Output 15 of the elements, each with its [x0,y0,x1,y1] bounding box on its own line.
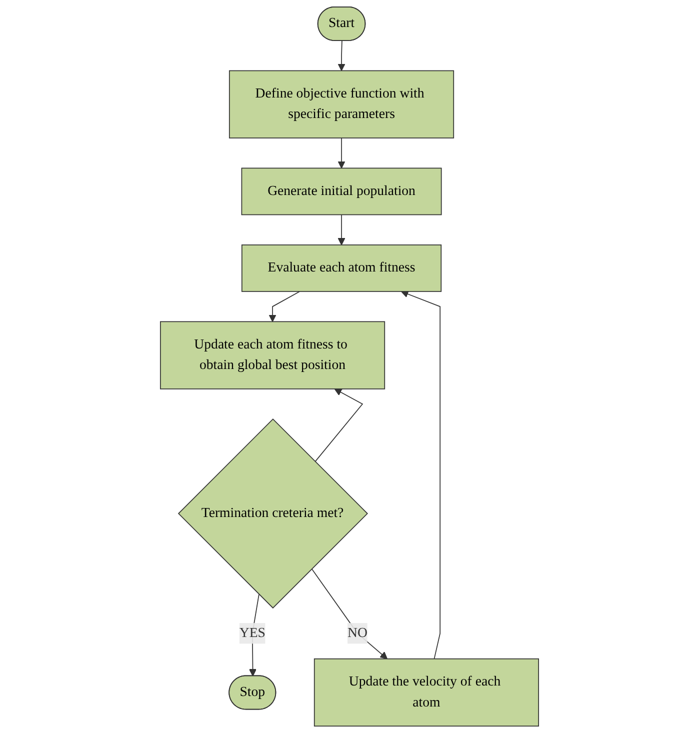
arrow [338,40,346,72]
arrow [338,138,346,168]
edge-label: YES [239,626,266,640]
arrow [311,568,388,660]
arrow [400,290,440,660]
node-box: Update the velocity of each atom [314,658,539,727]
node-box: Evaluate each atom fitness [241,244,442,292]
node-box: Define objective function with specific parameters [228,70,454,138]
arrow [338,214,346,246]
arrow [314,388,364,462]
node-box: Generate initial population [241,168,442,216]
arrow [268,291,300,322]
node-diamond: Termination creteria met? [178,418,368,609]
node-box: Update each atom fitness to obtain global best position [160,321,386,390]
edge-label: NO [348,626,368,640]
